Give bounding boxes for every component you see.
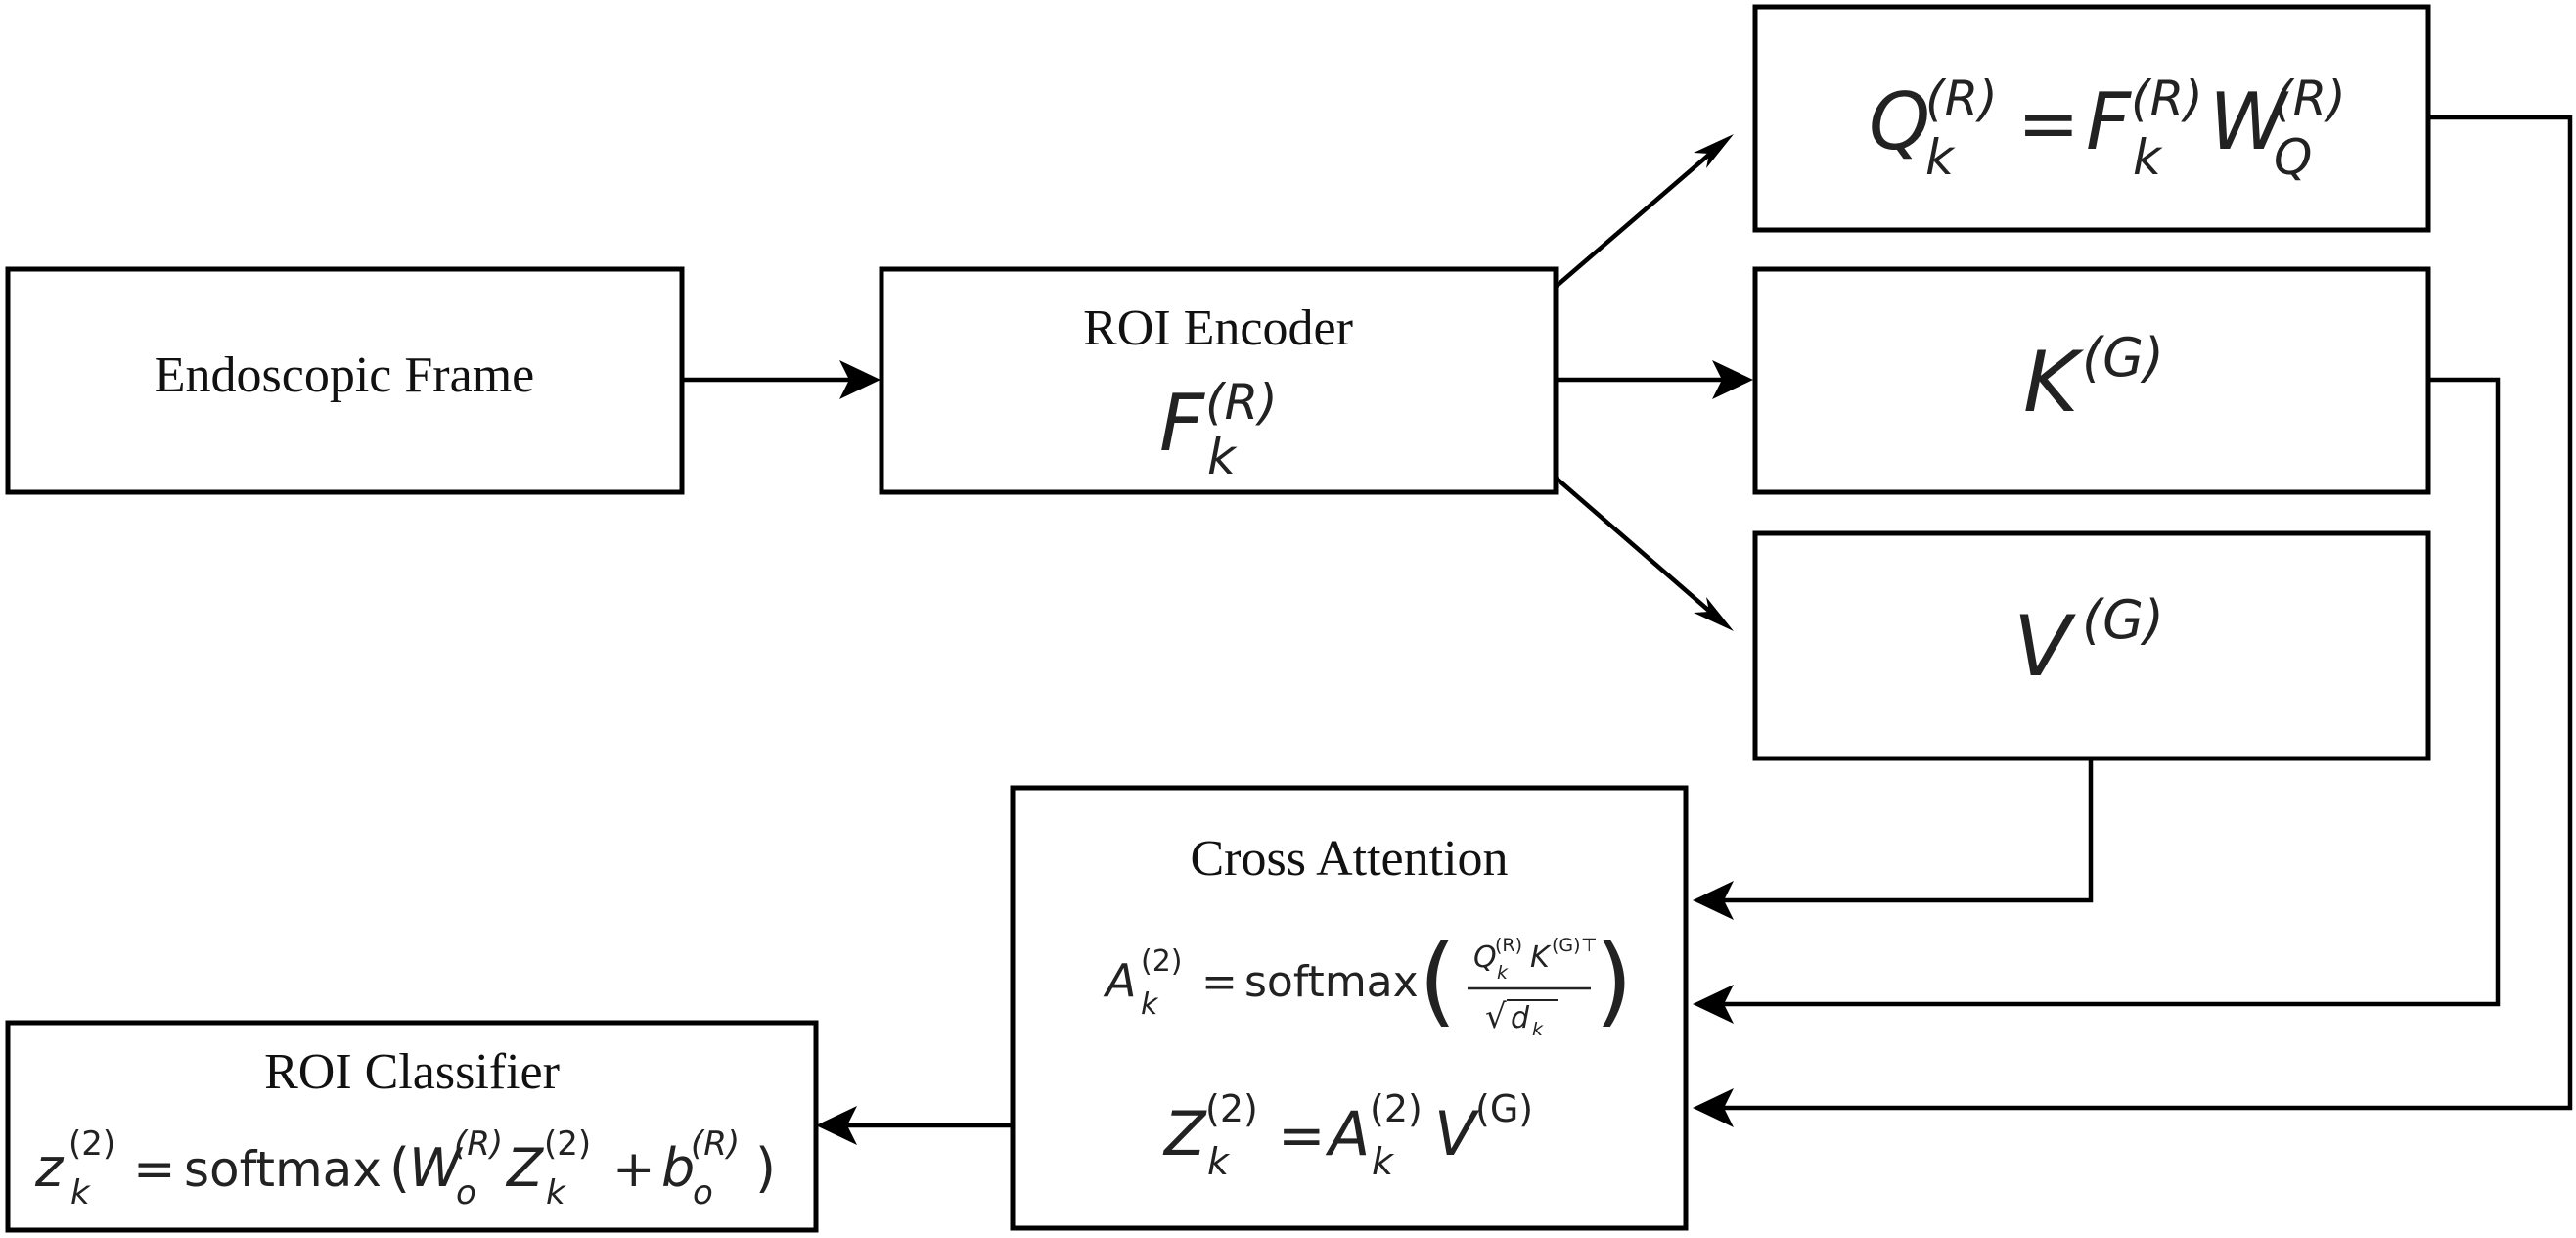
boxes [5, 4, 2431, 1233]
query-formula: Q (R) k = F (R) k W (R) Q [1869, 70, 2346, 186]
encoder-symbol-f: F [1159, 378, 1205, 469]
attention-z-subscript-k: k [1207, 1140, 1231, 1183]
attention-z-a-subscript-k: k [1372, 1140, 1395, 1183]
attention-formula-a: A (2) k = softmax ( Q (R) k K (G) ⊤ √ d … [1103, 923, 1633, 1040]
classifier-w-subscript-o: o [456, 1173, 476, 1213]
query-f-subscript-k: k [2133, 129, 2163, 186]
edge-query-to-attention [1724, 115, 2573, 1111]
edge-value-to-attention [1724, 758, 2094, 903]
attention-num-k: K [1530, 940, 1552, 975]
value-symbol-v: V [2013, 598, 2076, 696]
classifier-formula: z (2) k = softmax ( W (R) o Z (2) k + b … [34, 1124, 776, 1213]
edge-encoder-to-value [1554, 476, 1712, 614]
attention-z-a-superscript: (2) [1370, 1087, 1423, 1130]
classifier-equals: = [133, 1140, 176, 1199]
arrowhead-query [1694, 134, 1734, 168]
attention-a-equals: = [1201, 957, 1238, 1007]
arrowhead-attention-top [1693, 881, 1734, 920]
query-symbol-f: F [2086, 76, 2132, 167]
value-formula: V (G) [2013, 589, 2164, 696]
classifier-z-subscript-k: k [70, 1173, 91, 1213]
query-w-subscript-q: Q [2274, 129, 2312, 186]
attention-den-d: d [1511, 1001, 1530, 1035]
attention-a-symbol: A [1103, 954, 1136, 1007]
attention-z-v-symbol: V [1434, 1098, 1480, 1169]
attention-den-sqrt: √ [1485, 997, 1507, 1036]
box-query [1752, 4, 2431, 233]
attention-z-v-superscript: (G) [1475, 1087, 1533, 1130]
query-symbol-w: W [2209, 76, 2289, 167]
arrowhead-attention-middle [1693, 985, 1734, 1024]
classifier-label: ROI Classifier [264, 1044, 560, 1100]
key-symbol-k: K [2023, 334, 2085, 432]
classifier-softmax: softmax [184, 1141, 382, 1198]
attention-num-q-sub: k [1497, 962, 1509, 984]
box-roi-classifier [5, 1020, 819, 1233]
attention-num-transpose: ⊤ [1581, 935, 1598, 956]
arrowhead-value [1694, 597, 1734, 631]
classifier-w-superscript: (R) [454, 1124, 503, 1164]
arrowhead-encoder [839, 360, 881, 399]
box-endoscopic-frame [5, 266, 685, 495]
classifier-z-symbol: z [34, 1137, 65, 1199]
classifier-zz-subscript-k: k [546, 1173, 566, 1213]
attention-softmax: softmax [1244, 957, 1419, 1007]
box-roi-encoder [879, 266, 1559, 495]
query-f-superscript-r: (R) [2131, 70, 2203, 127]
attention-z-a-symbol: A [1325, 1098, 1370, 1169]
query-symbol-q: Q [1869, 76, 1930, 167]
attention-num-q-sup: (R) [1495, 935, 1522, 956]
encoder-superscript-r: (R) [1205, 374, 1278, 431]
classifier-z-superscript: (2) [68, 1124, 115, 1164]
query-equals: = [2017, 79, 2080, 166]
query-w-superscript-r: (R) [2274, 70, 2346, 127]
box-value [1752, 530, 2431, 761]
edge-key-to-attention [1724, 377, 2501, 1007]
frame-label: Endoscopic Frame [155, 347, 534, 403]
box-key [1752, 266, 2431, 495]
classifier-b-superscript: (R) [691, 1124, 740, 1164]
arrowhead-classifier [816, 1106, 857, 1145]
key-superscript-g: (G) [2082, 327, 2164, 389]
classifier-left-paren: ( [389, 1137, 410, 1199]
classifier-zz-symbol: Z [505, 1137, 544, 1199]
query-superscript-r: (R) [1925, 70, 1998, 127]
classifier-b-subscript-o: o [693, 1173, 713, 1213]
arrowhead-attention-bottom [1693, 1088, 1734, 1127]
value-superscript-g: (G) [2082, 589, 2164, 651]
encoder-formula: F (R) k [1159, 374, 1278, 485]
attention-a-subscript-k: k [1141, 987, 1159, 1022]
classifier-w-symbol: W [409, 1137, 464, 1199]
arrowhead-key [1712, 360, 1753, 399]
edge-encoder-to-query [1554, 152, 1712, 289]
classifier-b-symbol: b [661, 1137, 695, 1199]
edges [682, 115, 2573, 1145]
attention-z-equals: = [1278, 1102, 1326, 1169]
classifier-right-paren: ) [755, 1137, 776, 1199]
attention-a-superscript: (2) [1141, 944, 1183, 979]
box-cross-attention [1010, 785, 1689, 1231]
attention-den-d-sub: k [1532, 1019, 1544, 1040]
attention-z-superscript: (2) [1205, 1087, 1258, 1130]
attention-label: Cross Attention [1190, 831, 1508, 887]
attention-z-symbol: Z [1162, 1098, 1207, 1169]
attention-num-k-sup: (G) [1552, 935, 1581, 956]
attention-formula-z: Z (2) k = A (2) k V (G) [1162, 1087, 1533, 1183]
attention-num-q: Q [1473, 940, 1497, 975]
attention-right-paren: ) [1595, 923, 1633, 1037]
classifier-plus: + [612, 1140, 655, 1199]
classifier-zz-superscript: (2) [544, 1124, 591, 1164]
attention-left-paren: ( [1419, 923, 1457, 1037]
query-subscript-k: k [1925, 129, 1956, 186]
key-formula: K (G) [2023, 327, 2164, 432]
encoder-label: ROI Encoder [1083, 300, 1353, 356]
encoder-subscript-k: k [1207, 429, 1238, 485]
